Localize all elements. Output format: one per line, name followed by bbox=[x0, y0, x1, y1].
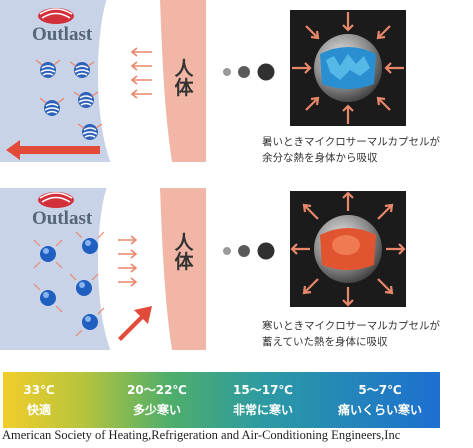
capsule bbox=[82, 314, 98, 330]
capsule-absorb-sphere bbox=[290, 10, 406, 126]
body-label: 人体 bbox=[174, 232, 194, 273]
scale-temp: 33℃ bbox=[23, 383, 55, 397]
outlast-logo-icon bbox=[38, 8, 74, 24]
capsule bbox=[82, 238, 98, 254]
scale-temp: 5～7℃ bbox=[358, 383, 402, 397]
heat-return-arrow bbox=[118, 306, 152, 341]
transition-dots-icon bbox=[223, 63, 275, 81]
capsule bbox=[76, 280, 92, 296]
outgoing-heat-arrows bbox=[118, 235, 138, 287]
transition-dots-icon bbox=[223, 242, 275, 260]
capsule bbox=[82, 124, 98, 140]
scale-item-painfully-cold: 5～7℃ 痛いくらい寒い bbox=[325, 380, 435, 420]
capsule-group bbox=[33, 231, 105, 337]
skin-layer bbox=[160, 0, 206, 162]
capsule-group bbox=[35, 59, 103, 140]
heat-release-illustration bbox=[0, 188, 206, 350]
caption-absorb: 暑いときマイクロサーマルカプセルが 余分な熱を身体から吸収 bbox=[262, 134, 472, 166]
capsule bbox=[40, 290, 56, 306]
incoming-heat-arrows bbox=[130, 47, 152, 99]
heat-out-arrow bbox=[6, 140, 100, 160]
brand-name: Outlast bbox=[32, 24, 93, 45]
caption-release: 寒いときマイクロサーマルカプセルが 蓄えていた熱を身体に吸収 bbox=[262, 318, 472, 350]
scale-temp: 20～22℃ bbox=[127, 383, 187, 397]
outlast-logo-icon bbox=[38, 192, 74, 208]
source-credit: American Society of Heating,Refrigeratio… bbox=[2, 428, 401, 442]
scale-label: 非常に寒い bbox=[232, 403, 293, 417]
capsule bbox=[40, 246, 56, 262]
body-label: 人体 bbox=[174, 58, 194, 99]
temperature-scale: 33℃ 快適 20～22℃ 多少寒い 15～17℃ 非常に寒い 5～7℃ 痛いく… bbox=[3, 372, 440, 428]
capsule bbox=[78, 92, 94, 108]
caption-line: 余分な熱を身体から吸収 bbox=[262, 152, 378, 164]
caption-line: 蓄えていた熱を身体に吸収 bbox=[262, 336, 388, 348]
capsule bbox=[44, 100, 60, 116]
fabric-layer bbox=[0, 188, 112, 350]
scale-item-slightly-cold: 20～22℃ 多少寒い bbox=[109, 380, 205, 420]
capsule bbox=[74, 62, 90, 78]
skin-layer bbox=[160, 188, 206, 350]
capsule bbox=[40, 62, 56, 78]
caption-line: 寒いときマイクロサーマルカプセルが bbox=[262, 320, 440, 332]
capsule-release-sphere bbox=[290, 191, 406, 307]
heat-absorb-panel: 人体 Outlast bbox=[0, 0, 206, 162]
scale-label: 痛いくらい寒い bbox=[337, 403, 422, 417]
scale-temp: 15～17℃ bbox=[233, 383, 293, 397]
caption-line: 暑いときマイクロサーマルカプセルが bbox=[262, 136, 440, 148]
scale-item-comfortable: 33℃ 快適 bbox=[9, 380, 69, 420]
fabric-layer bbox=[0, 0, 112, 162]
scale-label: 多少寒い bbox=[132, 403, 181, 417]
scale-label: 快適 bbox=[26, 403, 51, 417]
brand-name: Outlast bbox=[32, 208, 93, 229]
heat-release-panel: 人体 Outlast bbox=[0, 188, 206, 350]
heat-absorb-illustration bbox=[0, 0, 206, 162]
scale-item-very-cold: 15～17℃ 非常に寒い bbox=[215, 380, 311, 420]
